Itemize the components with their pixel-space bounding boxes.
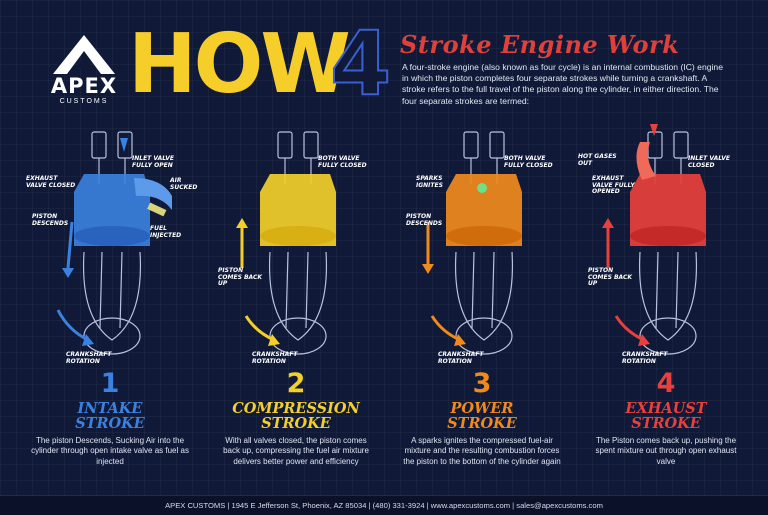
stroke-title: Intake Stroke — [22, 400, 198, 433]
brand-tagline: CUSTOMS — [59, 98, 109, 105]
label-hot-gases: Hot Gases Out — [578, 153, 617, 167]
label-crankshaft: Crankshaft Rotation — [252, 351, 298, 365]
stroke-description: A sparks ignites the compressed fuel-air… — [403, 436, 561, 466]
stroke-title-line1: Power — [450, 400, 514, 417]
label-both-valves: Both Valve Fully Closed — [318, 155, 367, 169]
stroke-title-line2: Stroke — [631, 415, 701, 433]
engine-compression-illustration — [236, 131, 336, 355]
stroke-title-line2: Stroke — [447, 415, 517, 433]
label-both-valves: Both Valve Fully Closed — [504, 155, 553, 169]
stroke-description: The Piston comes back up, pushing the sp… — [595, 436, 737, 466]
stroke-power: Sparks Ignites Both Valve Fully Closed P… — [394, 118, 570, 490]
intro-paragraph: A four-stroke engine (also known as four… — [402, 62, 723, 106]
stroke-title: Compression Stroke — [208, 400, 384, 433]
label-crankshaft: Crankshaft Rotation — [438, 351, 484, 365]
stroke-compression: Both Valve Fully Closed Piston Comes Bac… — [208, 118, 384, 490]
stroke-title-line2: Stroke — [75, 415, 145, 433]
label-inlet-valve: Inlet Valve Fully Open — [132, 155, 174, 169]
label-spark: Sparks Ignites — [416, 175, 443, 189]
stroke-title-line1: Exhaust — [625, 400, 707, 417]
apex-logo: APEX CUSTOMS — [44, 34, 124, 105]
engine-exhaust-illustration — [602, 124, 706, 355]
stroke-number: 1 — [100, 368, 120, 399]
label-crankshaft: Crankshaft Rotation — [66, 351, 112, 365]
label-exhaust-valve: Exhaust Valve Closed — [26, 175, 76, 189]
hero-how: HOW — [128, 17, 351, 112]
stroke-title: Exhaust Stroke — [578, 400, 754, 433]
stroke-exhaust: Hot Gases Out Exhaust Valve Fully Opened… — [578, 118, 754, 490]
engine-power-illustration — [422, 131, 522, 355]
stroke-number: 4 — [656, 368, 676, 399]
stroke-title-line2: Stroke — [261, 415, 331, 433]
stroke-intake: Exhaust Valve Closed Inlet Valve Fully O… — [22, 118, 198, 490]
label-inlet-valve: Inlet Valve Closed — [688, 155, 730, 169]
footer-contact: APEX CUSTOMS | 1945 E Jefferson St, Phoe… — [0, 495, 768, 515]
label-piston: Piston Descends — [406, 213, 443, 227]
stroke-title-line1: Intake — [77, 400, 143, 417]
page-title: Stroke Engine Work — [400, 30, 680, 59]
label-piston: Piston Comes Back Up — [588, 267, 633, 288]
engine-intake-illustration — [56, 131, 172, 355]
stroke-description: With all valves closed, the piston comes… — [223, 436, 369, 466]
label-fuel-injected: Fuel Injected — [150, 225, 182, 239]
apex-logo-icon — [53, 35, 115, 74]
hero-four: 4 — [329, 12, 392, 115]
label-air-sucked: Air Sucked — [170, 177, 198, 191]
stroke-description: The piston Descends, Sucking Air into th… — [31, 436, 189, 466]
stroke-title: Power Stroke — [394, 400, 570, 433]
stroke-number: 3 — [472, 368, 492, 399]
label-crankshaft: Crankshaft Rotation — [622, 351, 668, 365]
stroke-title-line1: Compression — [232, 400, 360, 417]
brand-name: APEX — [50, 74, 118, 98]
stroke-number: 2 — [286, 368, 306, 399]
label-piston: Piston Comes Back Up — [218, 267, 263, 288]
label-piston: Piston Descends — [32, 213, 69, 227]
label-exhaust-valve: Exhaust Valve Fully Opened — [592, 175, 635, 196]
